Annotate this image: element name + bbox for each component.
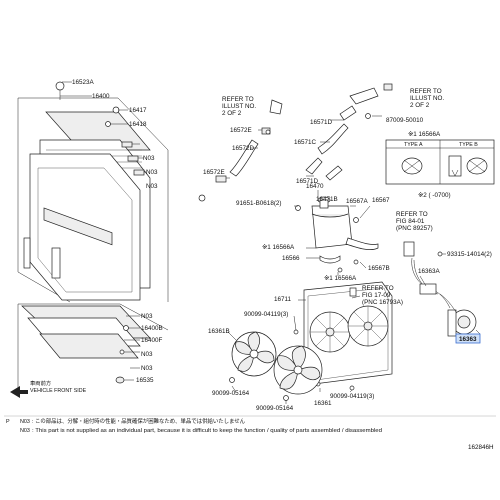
vehicle-front-en: VEHICLE FRONT SIDE	[30, 388, 87, 394]
callout-16567a: 16567A	[346, 198, 369, 205]
callout-16400f: 16400F	[141, 337, 163, 344]
star1-16566a: ※1 16566A	[408, 131, 441, 138]
refer1-line1: REFER TO	[222, 96, 254, 103]
fan-blade-left	[231, 331, 277, 377]
callout-90099-a: 90099-04119(3)	[244, 311, 288, 318]
callout-n03-e: N03	[141, 351, 153, 358]
note-p-marker: P	[6, 419, 10, 425]
callout-16571c: 16571C	[294, 139, 317, 146]
vehicle-front-jp: 車両前方	[30, 379, 51, 387]
callout-16361b: 16361B	[208, 328, 230, 335]
callout-n03-c: N03	[146, 183, 158, 190]
refer1-line3: 2 OF 2	[222, 110, 242, 117]
callout-16567: 16567	[372, 197, 390, 204]
callout-16361: 16361	[314, 400, 332, 407]
note-n03-jp-label: N03	[20, 419, 30, 425]
callout-16523a: 16523A	[72, 79, 95, 86]
star1-16566a-low: ※1 16566A	[324, 275, 357, 282]
note-jp-text: : この部品は、分解・組付時の性能・品質確保が困難なため、単品では供給いたしませ…	[32, 417, 246, 425]
reservoir-tank	[295, 196, 379, 273]
refer3-line2: FIG 84-01	[396, 218, 425, 225]
callout-n03-d: N03	[141, 313, 153, 320]
callout-16417: 16417	[129, 107, 147, 114]
fan-shroud	[293, 281, 393, 391]
star2-range: ※2 ( -0700)	[418, 192, 451, 199]
callout-16535: 16535	[136, 377, 154, 384]
callout-16711: 16711	[274, 296, 292, 303]
fan-blade-right	[273, 345, 323, 395]
callout-16572e-top: 16572E	[230, 127, 252, 134]
callout-16471b: 16471B	[316, 196, 338, 203]
refer3-line3: (PNC 89257)	[396, 225, 433, 232]
vehicle-front-arrow	[10, 386, 28, 398]
illustration-id: 162846H	[468, 444, 494, 451]
callout-16571d-top: 16571D	[310, 119, 333, 126]
type-a-label: TYPE A	[404, 142, 423, 148]
hose-leaders	[226, 115, 382, 179]
callout-n03-f: N03	[141, 365, 153, 372]
fan-motor-leaders	[419, 275, 481, 335]
callout-91651: 91651-B0618(2)	[236, 200, 282, 207]
radiator-leaders	[60, 81, 146, 381]
refer2-line1: REFER TO	[410, 88, 442, 95]
callout-93315: 93315-14014(2)	[447, 251, 492, 258]
clamp-type-box	[385, 139, 495, 185]
note-n03-en-label: N03	[20, 428, 30, 434]
refer3-line1: REFER TO	[396, 211, 428, 218]
callout-16571d-bot: 16571D	[296, 178, 319, 185]
reservoir-leaders	[294, 190, 371, 276]
callout-16363a: 16363A	[418, 268, 441, 275]
callout-16572e-bot: 16572E	[203, 169, 225, 176]
callout-16363: 16363	[459, 336, 477, 343]
refer2-line3: 2 OF 2	[410, 102, 430, 109]
callout-16566: 16566	[282, 255, 300, 262]
refer4-line3: (PNC 16793A)	[362, 299, 403, 306]
callout-90099-d: 90099-04119(3)	[330, 393, 374, 400]
refer1-line2: ILLUST NO.	[222, 103, 256, 110]
callout-16567b: 16567B	[368, 265, 390, 272]
fan-leaders	[227, 331, 287, 404]
callout-16470: 16470	[306, 183, 324, 190]
callout-n03-a: N03	[143, 155, 155, 162]
star1-16566a-mid: ※1 16566A	[262, 244, 295, 251]
type-b-label: TYPE B	[459, 142, 478, 148]
callout-16572d: 16572D	[232, 145, 255, 152]
radiator-assembly	[21, 81, 151, 384]
radiator-outline	[17, 97, 169, 392]
refer4-line2: FIG 17-09	[362, 292, 391, 299]
callout-n03-b: N03	[146, 169, 158, 176]
shroud-leaders	[293, 295, 361, 393]
callout-16363-highlight	[455, 333, 481, 344]
refer2-line2: ILLUST NO.	[410, 95, 444, 102]
callout-16400: 16400	[92, 93, 110, 100]
connector	[403, 241, 446, 257]
callout-87009: 87009-50010	[386, 117, 424, 124]
refer4-line1: REFER TO	[362, 285, 394, 292]
fan-nuts	[229, 377, 289, 401]
hoses	[198, 83, 393, 202]
callout-16400b: 16400B	[141, 325, 163, 332]
note-en-text: : This part is not supplied as an indivi…	[32, 428, 382, 434]
callout-90099-c: 90099-05164	[256, 405, 294, 412]
fan-motor	[411, 257, 477, 337]
callout-16418: 16418	[129, 121, 147, 128]
callout-90099-b: 90099-05164	[212, 390, 250, 397]
